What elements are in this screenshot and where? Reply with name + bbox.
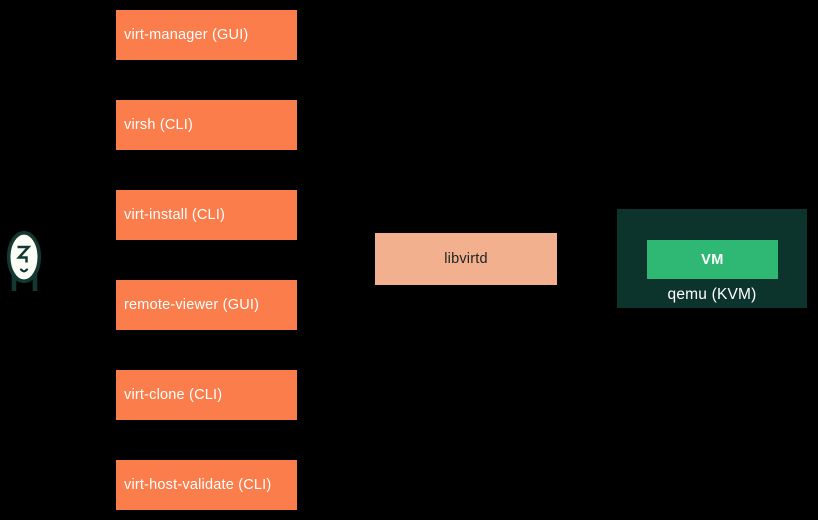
tool-label-virt-install: virt-install (CLI) [124, 207, 226, 223]
hypervisor-label: qemu (KVM) [667, 286, 757, 303]
tool-label-virt-clone: virt-clone (CLI) [124, 387, 223, 403]
tool-label-virsh: virsh (CLI) [124, 117, 194, 133]
tool-label-remote-viewer: remote-viewer (GUI) [124, 297, 260, 313]
daemon-label: libvirtd [444, 251, 488, 267]
tool-box-virsh: virsh (CLI) [116, 100, 297, 150]
tool-label-virt-manager: virt-manager (GUI) [124, 27, 249, 43]
tool-box-virt-install: virt-install (CLI) [116, 190, 297, 240]
tool-box-remote-viewer: remote-viewer (GUI) [116, 280, 297, 330]
daemon-box-libvirtd: libvirtd [375, 233, 557, 285]
tool-label-virt-host-validate: virt-host-validate (CLI) [124, 477, 272, 493]
vm-label: VM [701, 251, 724, 268]
hypervisor-box-qemu: VM qemu (KVM) [617, 209, 807, 308]
mascot-smile [19, 268, 29, 273]
tool-box-virt-manager: virt-manager (GUI) [116, 10, 297, 60]
face-mascot-icon [6, 230, 42, 291]
mascot-z-nose [16, 245, 32, 263]
tool-box-virt-clone: virt-clone (CLI) [116, 370, 297, 420]
vm-box: VM [647, 240, 778, 279]
tool-box-virt-host-validate: virt-host-validate (CLI) [116, 460, 297, 510]
